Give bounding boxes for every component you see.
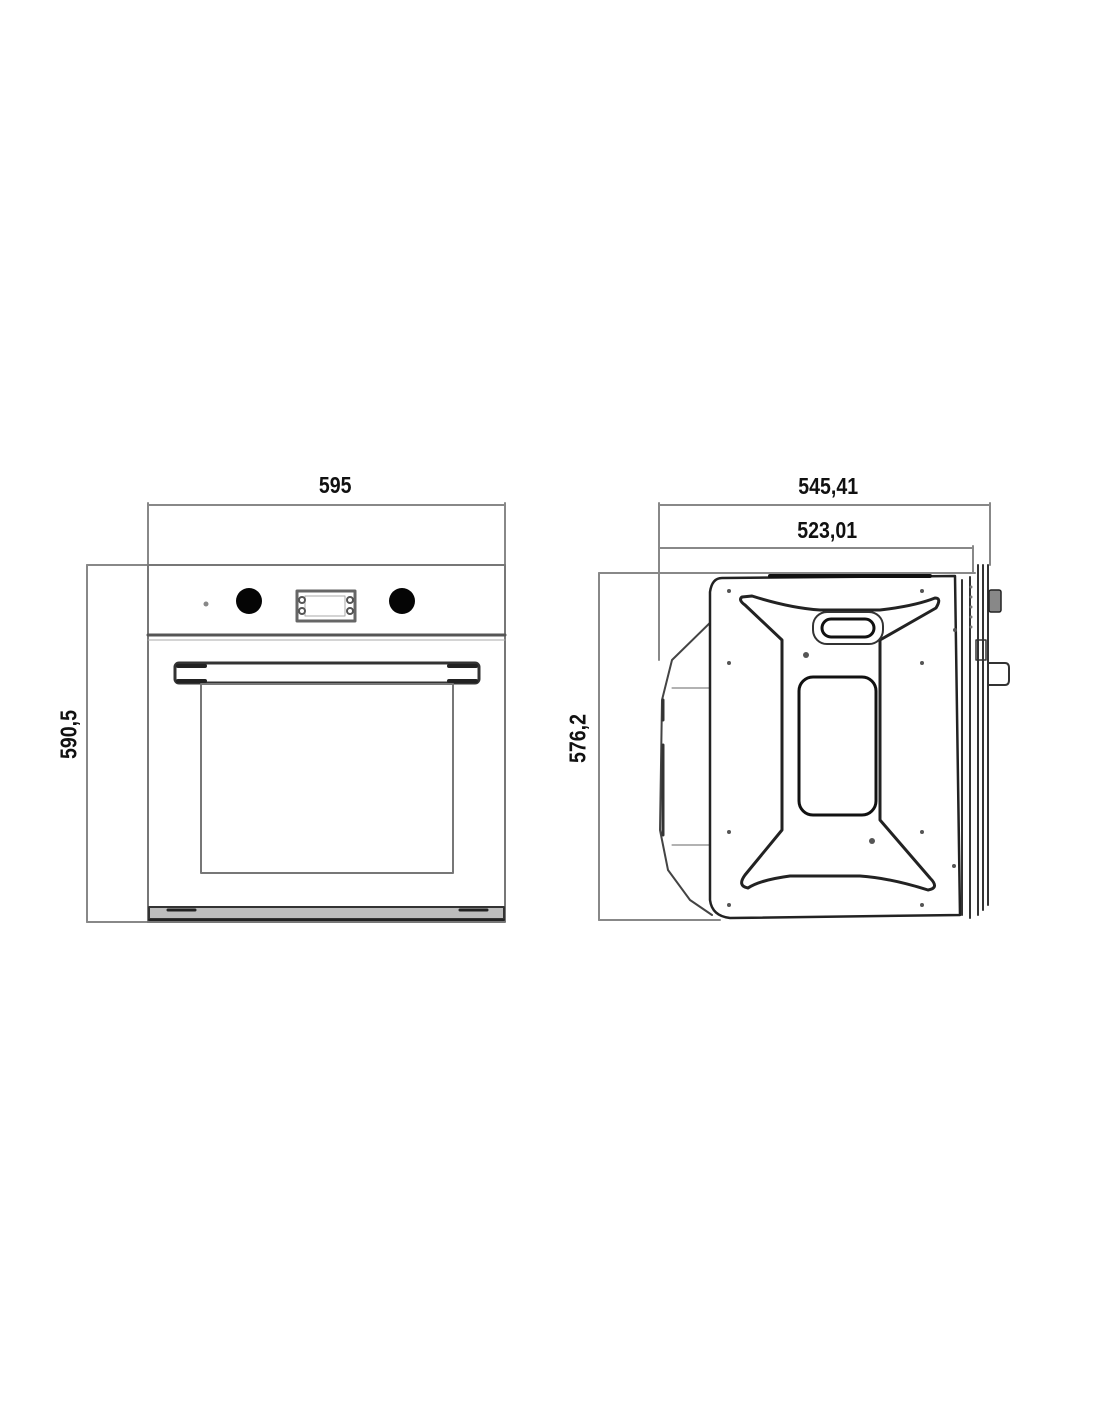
side-height-dimension	[598, 572, 976, 921]
side-view	[598, 502, 1010, 921]
side-depth-total-dimension	[658, 502, 991, 661]
screw-dots	[727, 589, 957, 907]
front-view	[86, 502, 507, 923]
side-knob-icon	[988, 589, 1002, 613]
right-knob-icon	[389, 588, 415, 614]
front-width-dimension	[147, 502, 506, 566]
top-handle-recess	[812, 611, 884, 645]
side-depth-total-label: 545,41	[798, 473, 859, 499]
indicator-light-icon	[203, 601, 209, 607]
left-knob-icon	[236, 588, 262, 614]
front-height-dimension	[86, 564, 151, 923]
center-window-recess	[797, 675, 878, 817]
rear-bulge	[659, 614, 719, 916]
bottom-vent	[148, 906, 505, 921]
side-door-handle	[987, 662, 1010, 686]
door-handle	[173, 661, 481, 685]
door-window	[200, 683, 454, 874]
display-icon	[295, 589, 357, 623]
front-height-label: 590,5	[55, 710, 82, 759]
fascia-holes	[969, 585, 973, 629]
front-fascia	[961, 564, 989, 919]
front-width-label: 595	[318, 472, 352, 498]
side-depth-body-dimension	[658, 545, 974, 573]
embossed-frame	[739, 594, 941, 892]
side-depth-body-label: 523,01	[797, 517, 858, 543]
front-body-outline	[147, 564, 506, 923]
side-height-label: 576,2	[564, 714, 591, 763]
